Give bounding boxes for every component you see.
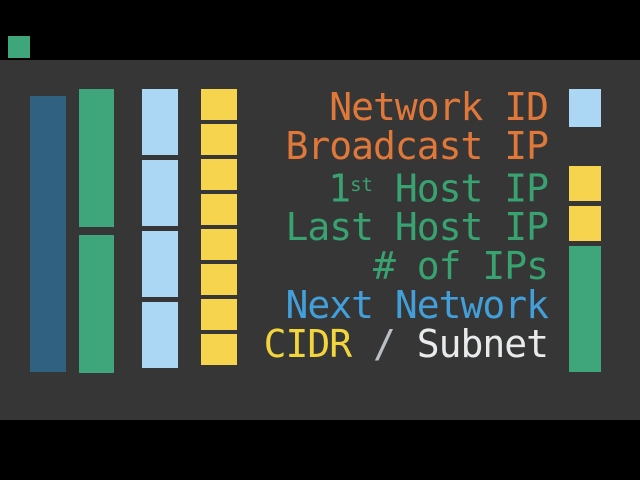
light-blue-bar-segment [142,302,178,368]
subnet-text: Subnet [416,322,549,367]
label-network-id: Network ID [329,85,549,129]
right-column-green-segment [569,246,601,372]
green-bar-segment [79,235,114,373]
yellow-bar-segment [201,264,237,295]
legend-labels: Network ID Broadcast IP 1st Host IP Last… [263,85,549,367]
label-broadcast-ip: Broadcast IP [285,124,549,168]
label-first-host-ip: 1st Host IP [328,166,549,211]
light-blue-bar-segment [142,160,178,226]
right-column-yellow-segment [569,206,601,241]
dark-blue-bar-segment [30,96,66,372]
label-cidr-subnet: CIDR / Subnet [263,322,549,367]
corner-green-square [8,36,30,58]
yellow-bar-segment [201,159,237,190]
yellow-bar-segment [201,124,237,155]
content-area: Network ID Broadcast IP 1st Host IP Last… [0,60,640,420]
yellow-bar-segment [201,334,237,365]
ordinal-superscript: st [350,174,373,196]
label-last-host-ip: Last Host IP [285,205,549,250]
label-number-of-ips: # of IPs [372,244,549,289]
light-blue-bar-segment [142,89,178,155]
right-column-light-blue-segment [569,89,601,127]
label-next-network: Next Network [285,283,549,328]
yellow-bar-segment [201,299,237,330]
light-blue-bar-segment [142,231,178,297]
yellow-bar-segment [201,194,237,225]
yellow-bar-segment [201,229,237,260]
cidr-text: CIDR [263,322,353,367]
yellow-bar-segment [201,89,237,120]
green-bar-segment [79,89,114,227]
slash-separator: / [351,322,417,367]
right-column-yellow-segment [569,166,601,201]
